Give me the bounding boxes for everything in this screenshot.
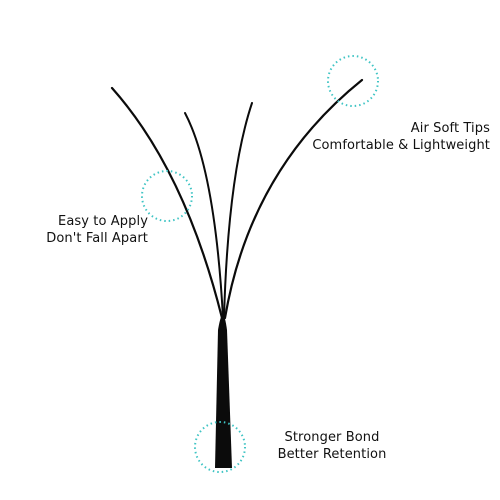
callout-bond-line2: Better Retention	[277, 447, 387, 462]
lash-strand-right-outer	[223, 78, 364, 320]
callout-easy-to-apply: Easy to Apply Don't Fall Apart	[8, 213, 148, 247]
lash-strand-left-inner	[184, 112, 224, 319]
lash-strand-left-outer	[110, 86, 224, 320]
callout-air-soft-tips: Air Soft Tips Comfortable & Lightweight	[300, 120, 490, 154]
highlight-circle-bond	[194, 421, 246, 473]
highlight-circle-tips	[327, 55, 379, 107]
lash-strand-right-inner	[223, 102, 253, 319]
lash-base-stem	[215, 315, 232, 468]
callout-apply-line2: Don't Fall Apart	[46, 231, 148, 246]
lash-fan	[110, 78, 364, 468]
callout-apply-line1: Easy to Apply	[58, 214, 148, 229]
highlight-circle-apply	[141, 170, 193, 222]
callout-tips-line2: Comfortable & Lightweight	[312, 138, 490, 153]
callout-tips-line1: Air Soft Tips	[410, 121, 490, 136]
callout-bond-line1: Stronger Bond	[284, 430, 380, 445]
callout-stronger-bond: Stronger Bond Better Retention	[262, 429, 402, 463]
